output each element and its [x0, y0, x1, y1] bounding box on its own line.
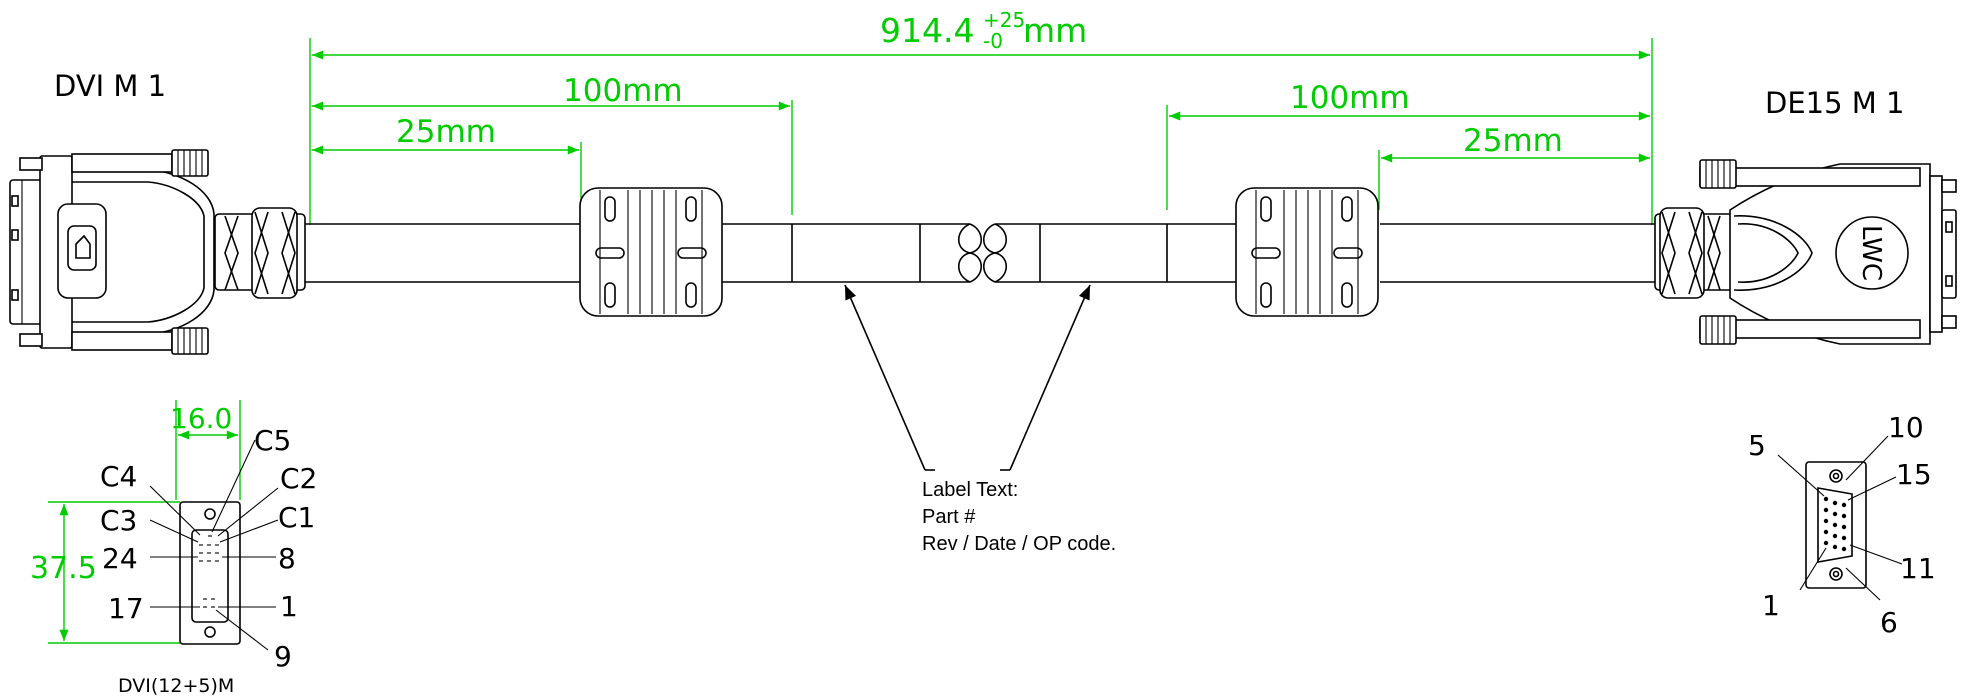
dvi-width-dimension: 16.0 [170, 402, 232, 435]
lwc-logo-circle [1835, 216, 1909, 290]
dvi-pinout-detail: 16.0 37.5 C4 C5 C2 C3 C1 24 8 [30, 400, 317, 697]
label-text-line1: Label Text: [922, 479, 1018, 501]
left-25mm-label: 25mm [396, 114, 496, 150]
label-text-line3: Rev / Date / OP code. [922, 533, 1116, 555]
pin-1-label: 1 [280, 590, 298, 623]
overall-length-unit: mm [1023, 11, 1087, 50]
right-ferrite-core [1235, 187, 1379, 317]
left-100mm-dimension: 100mm [312, 73, 793, 215]
dvi-strain-relief [214, 207, 306, 299]
pin-c5-label: C5 [254, 424, 291, 457]
right-100mm-label: 100mm [1290, 80, 1410, 116]
right-25mm-label: 25mm [1463, 123, 1563, 159]
vga-pin-6-label: 6 [1880, 606, 1898, 639]
de15-pinout-detail: 5 10 15 1 11 6 [1748, 411, 1936, 639]
label-callout: Label Text: Part # Rev / Date / OP code. [844, 284, 1116, 555]
de15-connector: LWC [1654, 159, 1957, 345]
overall-tolerance-plus: +25 [983, 8, 1025, 32]
dvi-connector [9, 149, 306, 355]
pin-9-label: 9 [274, 640, 292, 673]
left-25mm-dimension: 25mm [312, 114, 582, 205]
left-connector-title: DVI M 1 [54, 69, 166, 103]
pin-c2-label: C2 [280, 462, 317, 495]
pin-c1-label: C1 [278, 501, 315, 534]
left-100mm-label: 100mm [563, 73, 683, 109]
vga-pin-1-label: 1 [1762, 589, 1780, 622]
vga-pin-5-label: 5 [1748, 429, 1766, 462]
label-text-line2: Part # [922, 506, 976, 528]
vga-pin-10-label: 10 [1888, 411, 1924, 444]
right-25mm-dimension: 25mm [1378, 123, 1650, 210]
dvi-pinout-caption: DVI(12+5)M [118, 675, 234, 697]
left-ferrite-core [579, 187, 723, 317]
overall-length-value: 914.4 [880, 11, 974, 50]
overall-length-dimension: 914.4 +25 -0 mm [309, 8, 1653, 225]
cable-break-symbol [957, 223, 1008, 283]
pin-c3-label: C3 [100, 504, 137, 537]
cable [300, 223, 1655, 283]
right-connector-title: DE15 M 1 [1765, 86, 1904, 120]
de15-strain-relief [1654, 207, 1736, 299]
dvi-height-dimension: 37.5 [30, 551, 97, 586]
pin-c4-label: C4 [100, 460, 137, 493]
pin-17-label: 17 [108, 592, 144, 625]
right-100mm-dimension: 100mm [1166, 80, 1650, 210]
lwc-logo-text: LWC [1856, 225, 1886, 281]
overall-tolerance-minus: -0 [983, 29, 1003, 53]
vga-pin-11-label: 11 [1900, 552, 1936, 585]
vga-pin-15-label: 15 [1896, 458, 1932, 491]
pin-8-label: 8 [278, 542, 296, 575]
pin-24-label: 24 [102, 542, 138, 575]
